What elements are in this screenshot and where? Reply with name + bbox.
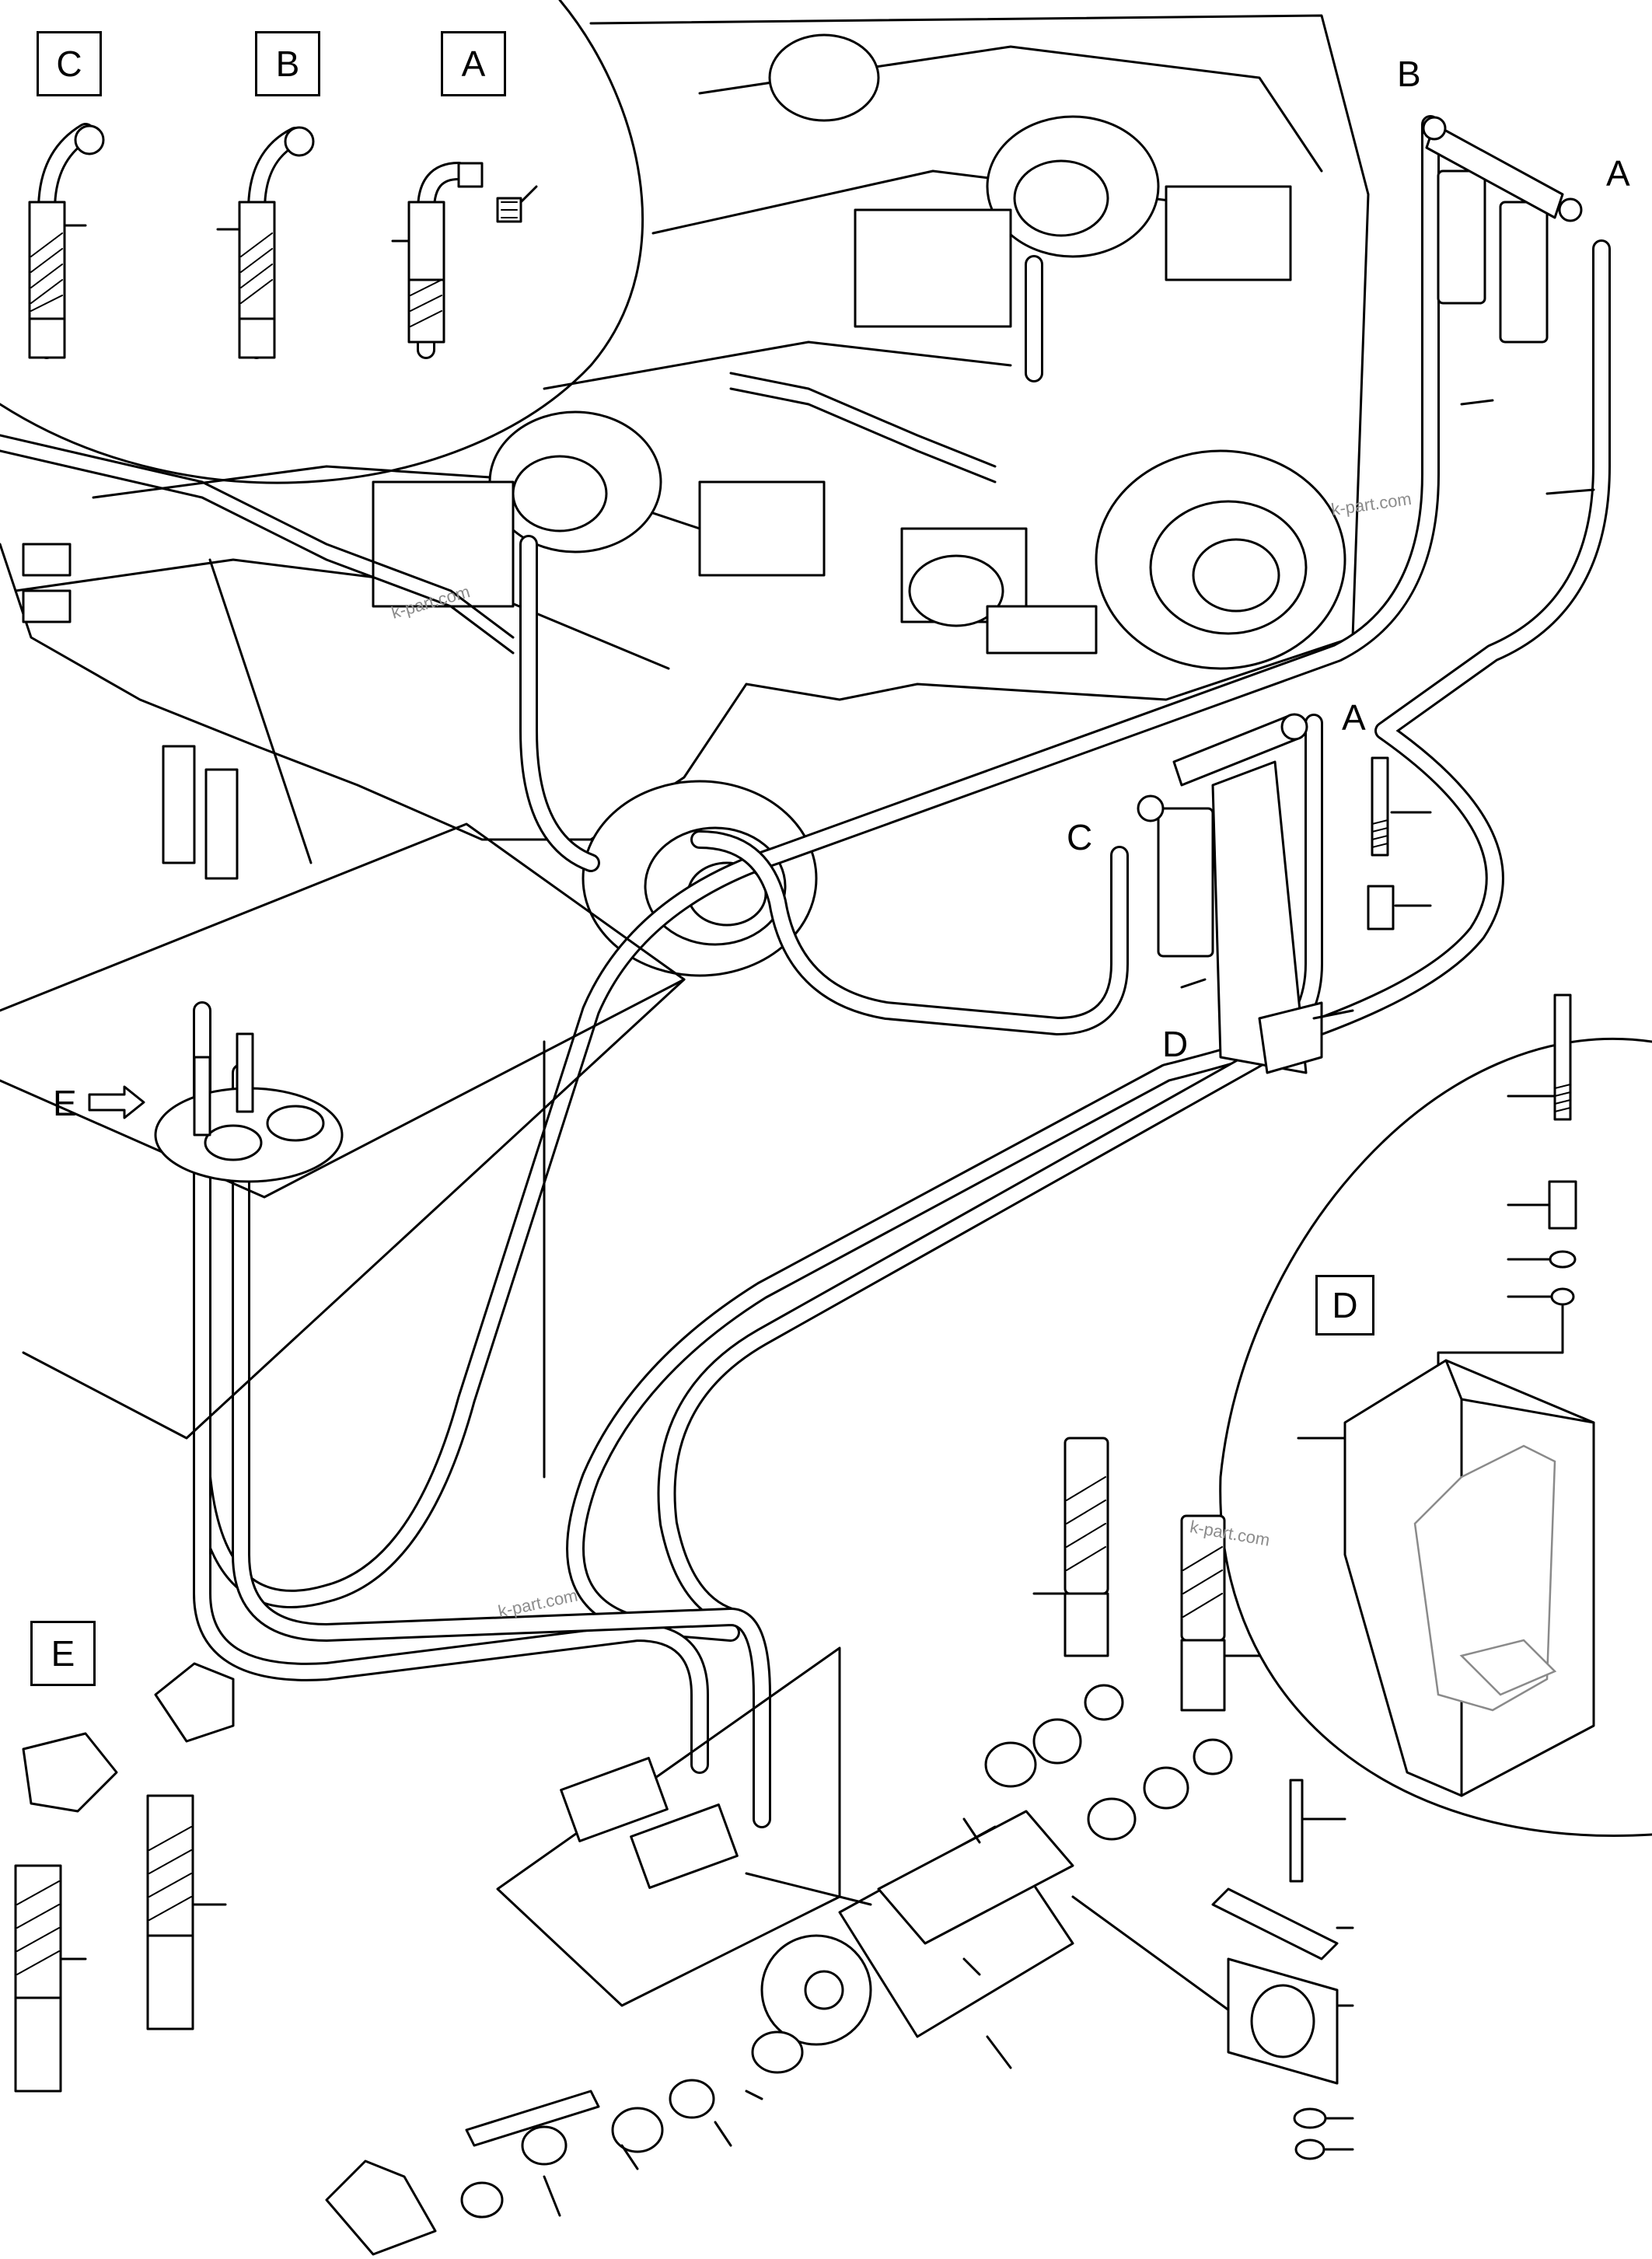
hose-end-a [391,162,538,359]
detail-label-a: A [441,31,506,96]
callout-a-upper-right: A [1606,153,1630,194]
filter-assembly-mid [1137,713,1432,1074]
detail-label-e: E [30,1621,96,1686]
callout-c-mid: C [1067,817,1093,857]
callout-a-mid: A [1342,697,1366,738]
hose-end-c [28,123,105,359]
engine-assembly [0,0,1370,977]
fuel-tank [0,822,686,1479]
callout-d-mid: D [1162,1024,1189,1064]
filter-assembly-top-right [1422,116,1595,495]
right-arrow-outline-icon [88,1085,145,1119]
detail-label-d: D [1315,1275,1374,1335]
valve-and-fittings [325,1437,1354,2256]
detail-d-bracket [1219,993,1652,1837]
callout-b-upper-right: B [1397,54,1421,94]
callout-e-view: E [53,1083,77,1123]
detail-label-b: B [255,31,320,96]
hose-end-b [216,126,315,359]
detail-abc-hose-ends [28,123,538,359]
detail-e-hose-ends [14,1662,235,2093]
detail-label-c: C [37,31,102,96]
